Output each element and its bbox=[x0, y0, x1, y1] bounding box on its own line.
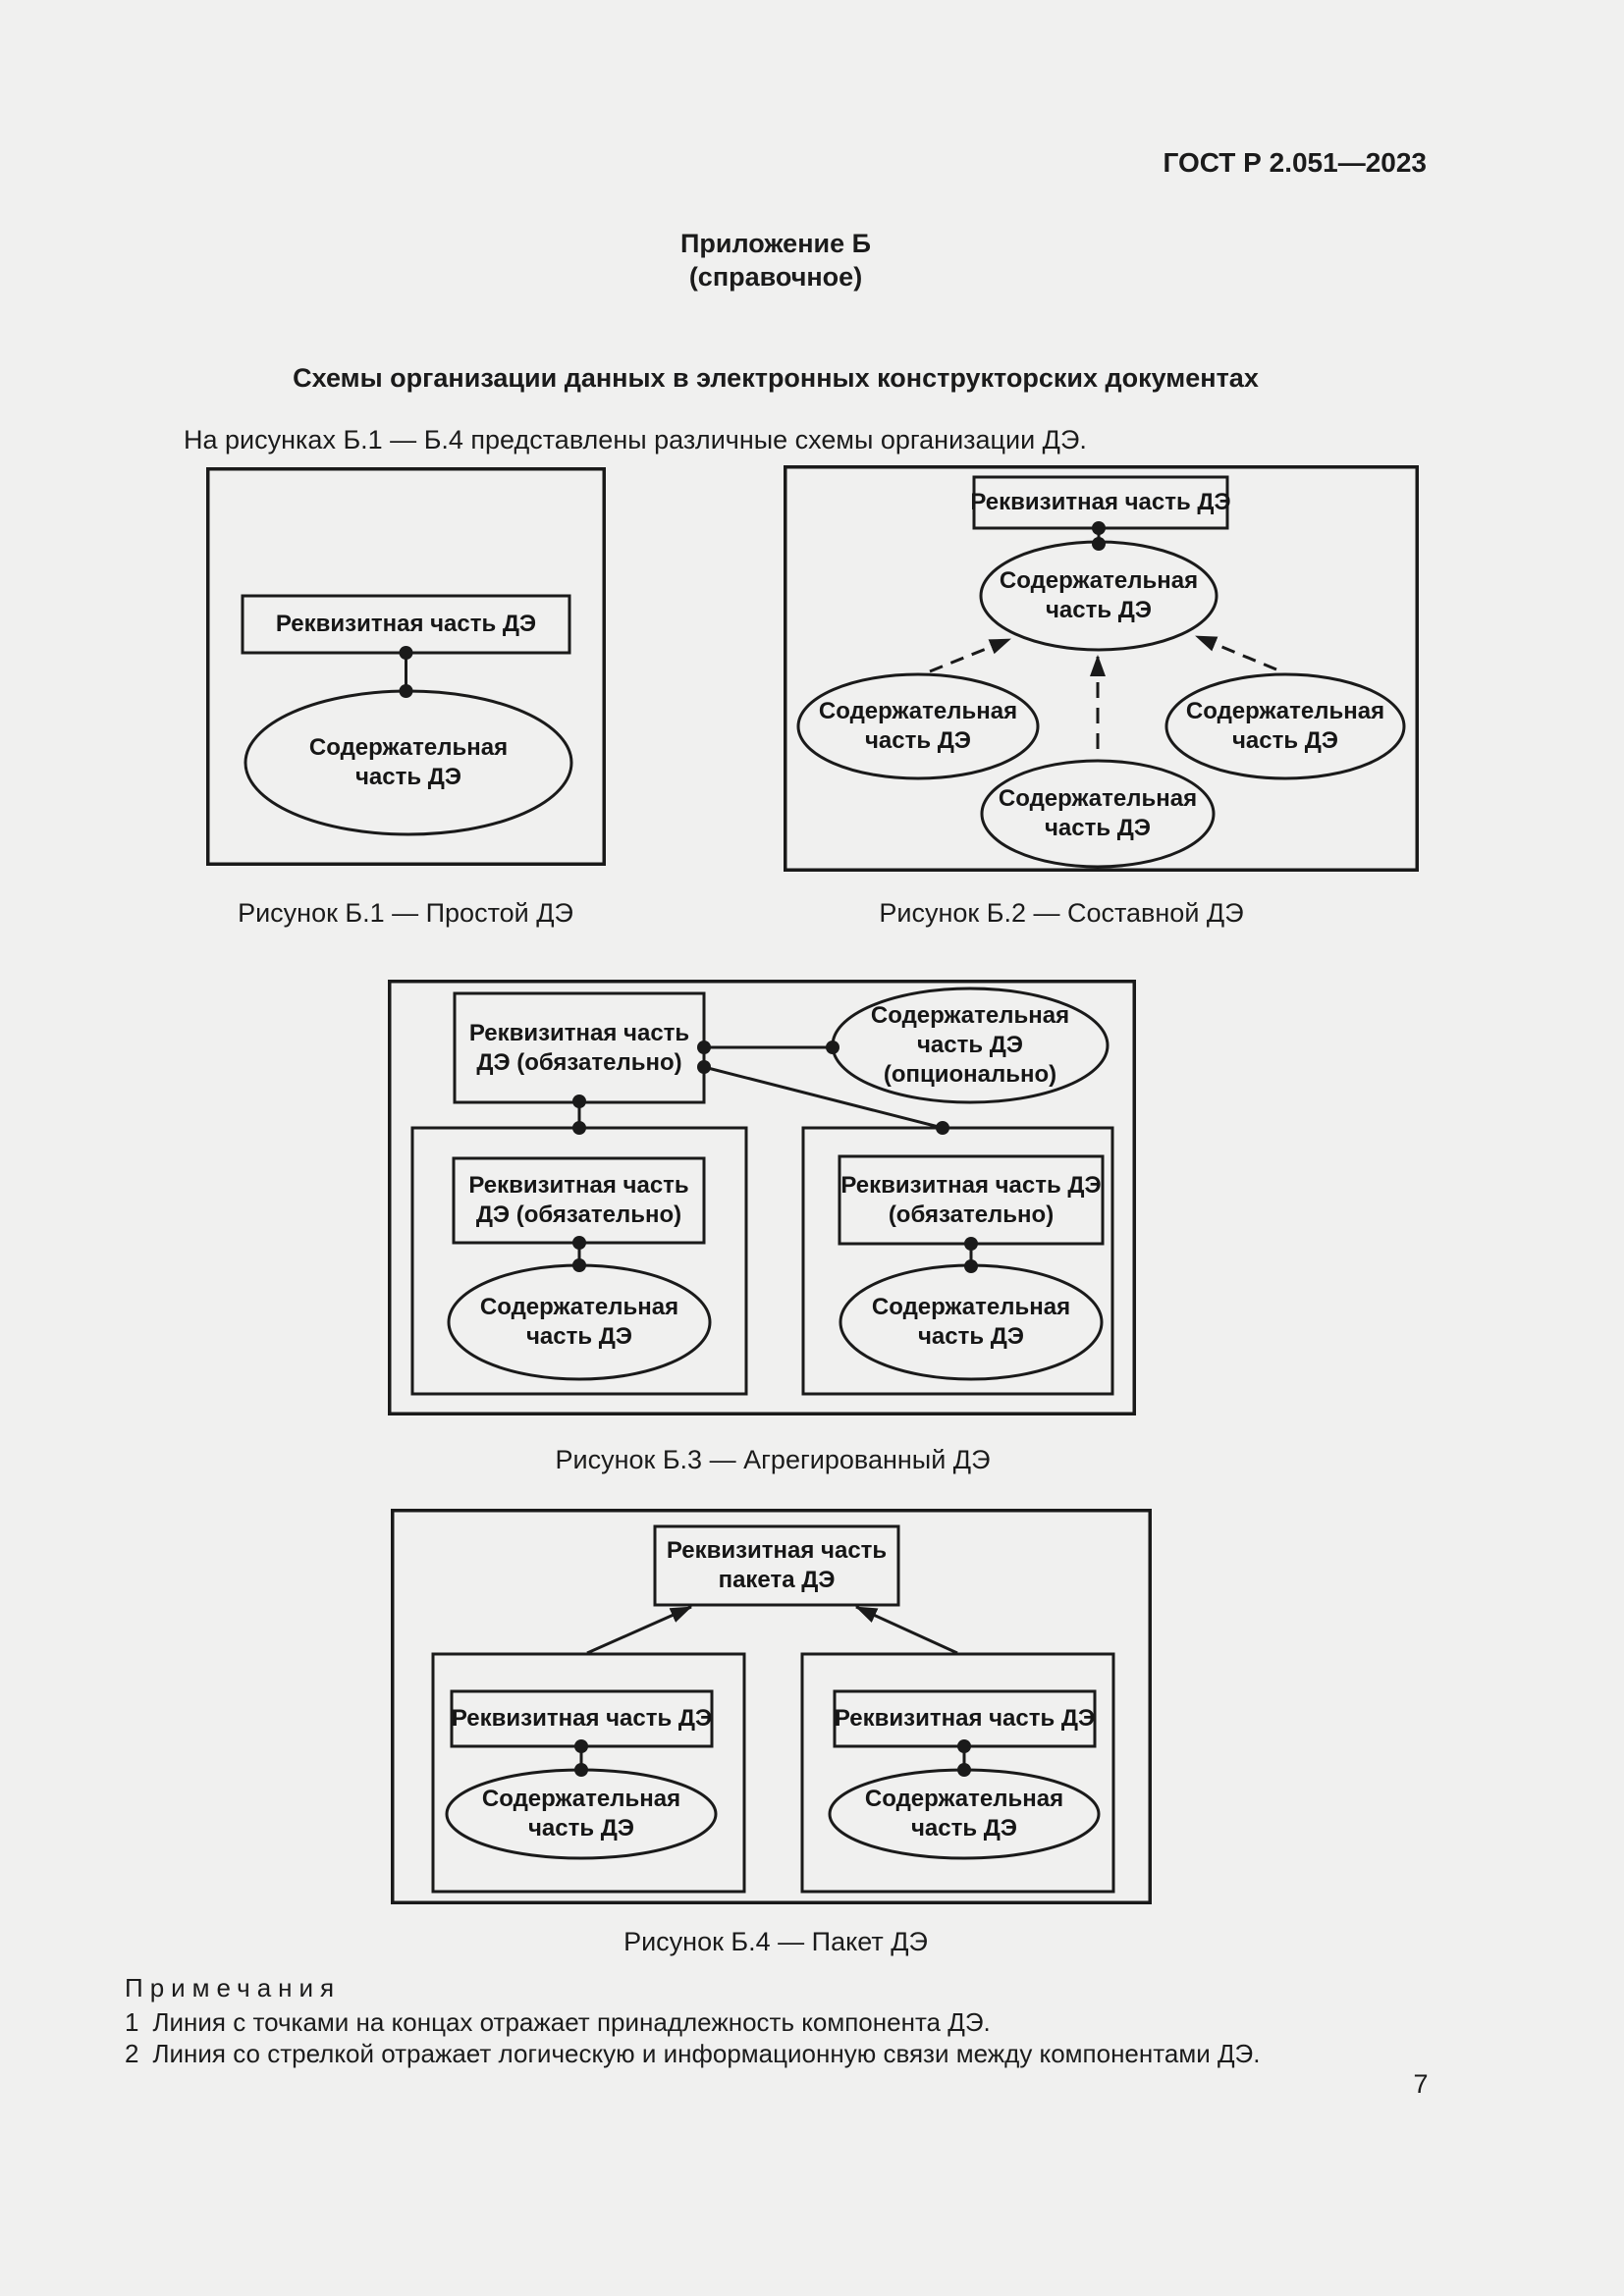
appendix-title: Приложение Б bbox=[679, 229, 872, 258]
note-text: Линия со стрелкой отражает логическую и … bbox=[152, 2039, 1261, 2068]
connector-dot bbox=[572, 1236, 586, 1250]
b3-requisite-right-label: Реквизитная часть ДЭ (обязательно) bbox=[840, 1171, 1102, 1228]
intro-paragraph: На рисунках Б.1 — Б.4 представлены разли… bbox=[184, 425, 1087, 454]
connector-dot bbox=[572, 1095, 586, 1108]
b2-content-left-ellipse bbox=[796, 672, 1040, 780]
notes-heading: Примечания bbox=[125, 1973, 342, 2002]
figure-b4-caption: Рисунок Б.4 — Пакет ДЭ bbox=[623, 1927, 928, 1956]
b3-left-subbox bbox=[410, 1126, 748, 1396]
section-title: Схемы организации данных в электронных к… bbox=[293, 363, 1259, 393]
b3-requisite-main-label: Реквизитная часть ДЭ (обязательно) bbox=[468, 1019, 690, 1076]
b3-outer-box bbox=[388, 980, 1136, 1415]
b4-outer-box bbox=[391, 1509, 1152, 1904]
connector-dot bbox=[1092, 521, 1106, 535]
b1-outer-box bbox=[206, 467, 606, 866]
b4-right-subbox bbox=[800, 1652, 1115, 1894]
b3-content-left-ellipse bbox=[447, 1263, 712, 1381]
b4-requisite-package-label: Реквизитная часть пакета ДЭ bbox=[666, 1537, 888, 1593]
figure-b1-caption: Рисунок Б.1 — Простой ДЭ bbox=[238, 898, 573, 928]
connector-dot bbox=[957, 1739, 971, 1753]
figure-b2-diagram bbox=[784, 465, 1419, 872]
connector-dot bbox=[574, 1739, 588, 1753]
b3-requisite-left-label: Реквизитная часть ДЭ (обязательно) bbox=[468, 1172, 689, 1228]
connector-dot bbox=[826, 1041, 839, 1054]
figure-b4: Реквизитная часть пакета ДЭ Реквизитная … bbox=[391, 1509, 1152, 1904]
b2-content-bottom-ellipse bbox=[980, 759, 1216, 869]
figure-b2: Реквизитная часть ДЭ Содержательная част… bbox=[784, 465, 1419, 872]
note-item: 2 Линия со стрелкой отражает логическую и… bbox=[125, 2039, 1440, 2069]
b4-relation-arrow-left bbox=[586, 1605, 692, 1655]
b2-content-bottom-label: Содержательная часть ДЭ bbox=[998, 785, 1198, 841]
b4-left-subbox bbox=[431, 1652, 746, 1894]
b2-relation-arrow-left bbox=[929, 637, 1011, 673]
figure-b3-diagram bbox=[388, 980, 1136, 1415]
notes-block: Примечания 1 Линия с точками на концах от… bbox=[125, 1973, 1440, 2069]
b4-content-left-ellipse bbox=[445, 1768, 718, 1860]
standard-number-header: ГОСТ Р 2.051—2023 bbox=[1163, 147, 1427, 178]
b1-content-label: Содержательная часть ДЭ bbox=[308, 734, 509, 790]
page-number: 7 bbox=[1413, 2069, 1429, 2099]
b3-content-right-label: Содержательная часть ДЭ bbox=[871, 1294, 1071, 1350]
figure-b3: Реквизитная часть ДЭ (обязательно) Содер… bbox=[388, 980, 1136, 1415]
figure-b2-caption: Рисунок Б.2 — Составной ДЭ bbox=[879, 898, 1244, 928]
note-number: 1 bbox=[125, 2007, 139, 2037]
b3-right-subbox bbox=[801, 1126, 1114, 1396]
b2-content-right-label: Содержательная часть ДЭ bbox=[1185, 698, 1385, 754]
b1-requisite-label: Реквизитная часть ДЭ bbox=[275, 611, 537, 637]
connector-dot bbox=[1092, 537, 1106, 551]
b3-content-left-label: Содержательная часть ДЭ bbox=[479, 1294, 679, 1350]
b4-requisite-right-label: Реквизитная часть ДЭ bbox=[834, 1705, 1096, 1732]
b4-content-right-ellipse bbox=[828, 1768, 1101, 1860]
b2-content-right-ellipse bbox=[1164, 672, 1406, 780]
figure-b3-caption: Рисунок Б.3 — Агрегированный ДЭ bbox=[555, 1445, 991, 1474]
appendix-subtitle: (справочное) bbox=[688, 262, 863, 292]
b3-ownership-connector-diagonal bbox=[703, 1065, 944, 1130]
b2-relation-arrow-right bbox=[1195, 634, 1277, 671]
b3-content-optional-label: Содержательная часть ДЭ (опционально) bbox=[870, 1002, 1070, 1088]
figure-b4-diagram bbox=[391, 1509, 1152, 1904]
b4-requisite-package-rect bbox=[653, 1524, 900, 1607]
note-item: 1 Линия с точками на концах отражает прин… bbox=[125, 2007, 1440, 2038]
note-text: Линия с точками на концах отражает прина… bbox=[152, 2007, 991, 2037]
b2-content-left-label: Содержательная часть ДЭ bbox=[818, 698, 1018, 754]
b2-outer-box bbox=[784, 465, 1419, 872]
connector-dot bbox=[964, 1237, 978, 1251]
b2-requisite-label: Реквизитная часть ДЭ bbox=[970, 489, 1231, 515]
b4-content-right-label: Содержательная часть ДЭ bbox=[864, 1786, 1064, 1842]
b4-relation-arrow-right bbox=[855, 1605, 958, 1655]
b1-content-ellipse bbox=[244, 689, 573, 836]
note-number: 2 bbox=[125, 2039, 139, 2068]
b4-content-left-label: Содержательная часть ДЭ bbox=[481, 1786, 681, 1842]
figure-b1-diagram bbox=[206, 467, 606, 866]
connector-dot bbox=[697, 1060, 711, 1074]
connector-dot bbox=[697, 1041, 711, 1054]
b3-content-right-ellipse bbox=[839, 1263, 1104, 1381]
connector-dot bbox=[399, 646, 413, 660]
b2-content-center-label: Содержательная часть ДЭ bbox=[999, 567, 1199, 623]
figure-b1: Реквизитная часть ДЭ Содержательная част… bbox=[206, 467, 606, 866]
b2-content-center-ellipse bbox=[979, 540, 1218, 652]
b4-requisite-left-label: Реквизитная часть ДЭ bbox=[451, 1705, 713, 1732]
